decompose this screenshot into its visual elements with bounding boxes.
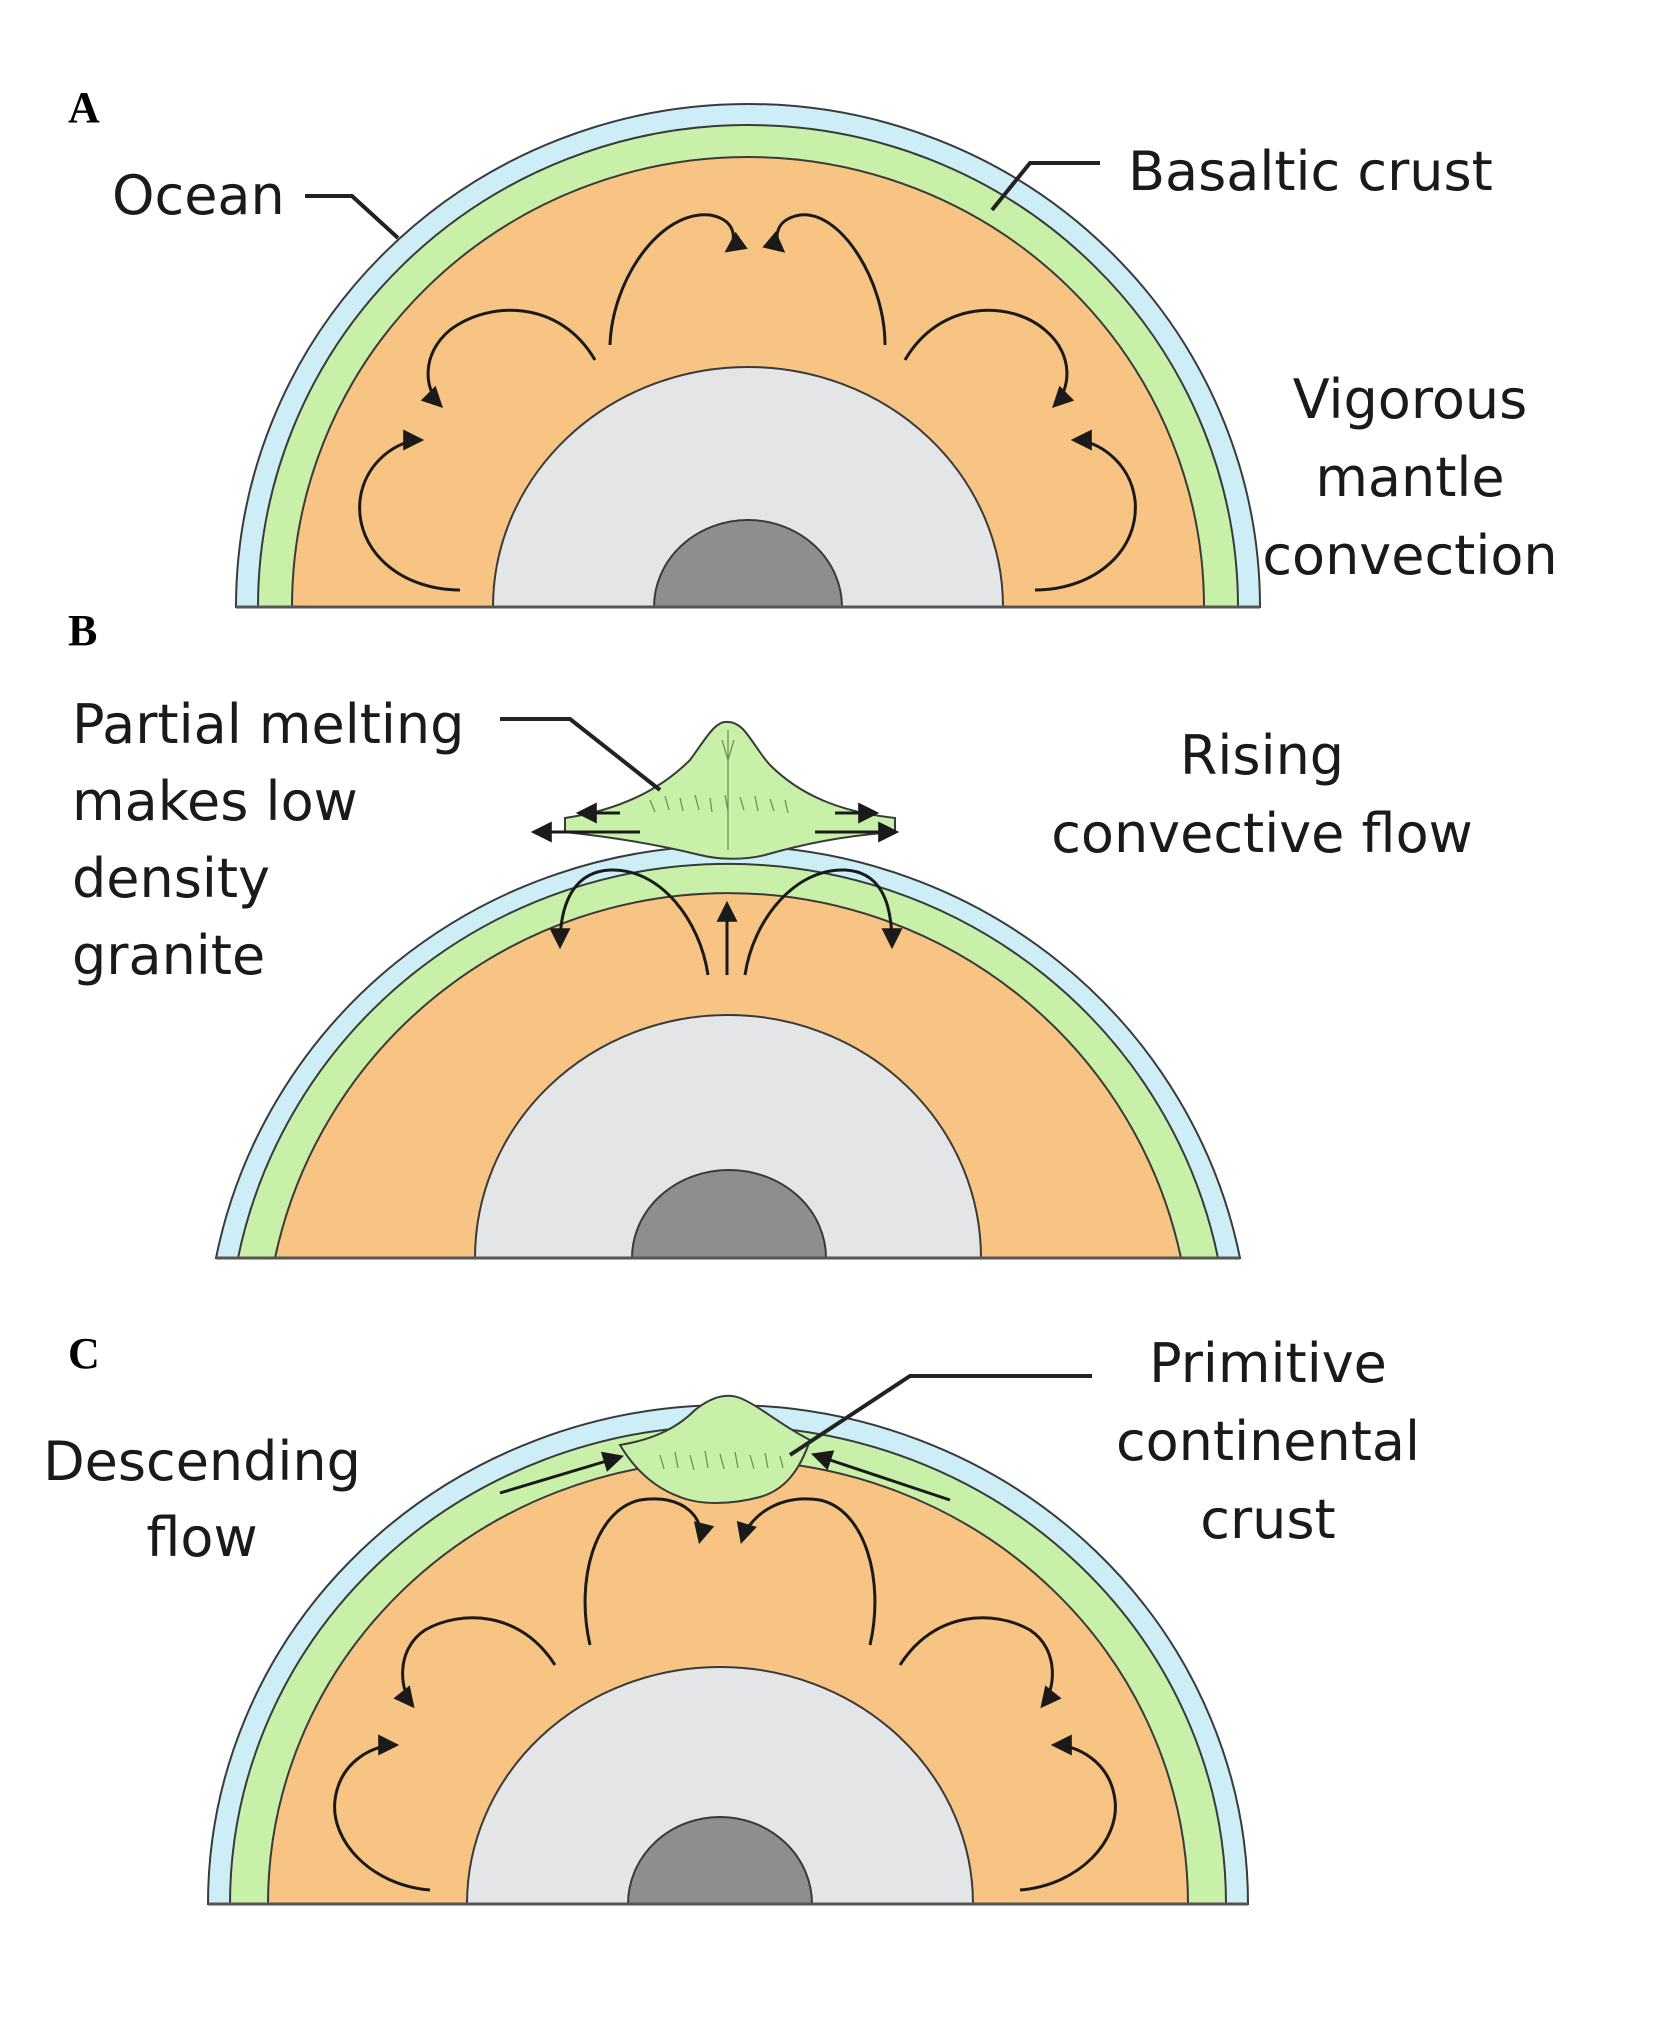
- panel-b-outer-core: [473, 1014, 983, 1259]
- panel-b-melting-label: Partial melting makes low density granit…: [72, 693, 464, 987]
- panel-b-melting-line-4: granite: [72, 924, 265, 987]
- panel-c-descending-line-1: Descending: [43, 1430, 361, 1493]
- panel-a-letter: A: [68, 83, 100, 132]
- panel-a-convection-label: Vigorous mantle convection: [1262, 368, 1557, 587]
- panel-c-primitive-label: Primitive continental crust: [1116, 1332, 1420, 1551]
- panel-c-inner-core: [626, 1816, 814, 1905]
- panel-a-convection-line-2: mantle: [1315, 446, 1504, 509]
- panel-c-letter: C: [68, 1329, 100, 1378]
- panel-c: C Descending flow: [43, 1329, 1420, 1906]
- panel-b-rising-line-1: Rising: [1180, 724, 1344, 787]
- panel-a-convection-line-3: convection: [1262, 524, 1557, 587]
- panel-a-convection-arrows: [358, 213, 1137, 592]
- panel-b-melting-line-2: makes low: [72, 770, 358, 833]
- panel-a-earth-section: [234, 103, 1262, 609]
- panel-c-descending-line-2: flow: [146, 1506, 257, 1569]
- panel-c-outer-core: [465, 1666, 975, 1905]
- panel-b-rising-flow-arrows: [530, 802, 903, 976]
- panel-a-inner-core: [652, 519, 844, 608]
- panel-b-letter: B: [68, 606, 97, 655]
- panel-c-primitive-line-3: crust: [1200, 1488, 1335, 1551]
- panel-b: B Partial melting makes l: [68, 606, 1473, 1260]
- panel-c-primitive-line-2: continental: [1116, 1410, 1420, 1473]
- panel-a-convection-line-1: Vigorous: [1293, 368, 1527, 431]
- panel-c-descending-label: Descending flow: [43, 1430, 361, 1569]
- panel-b-rising-line-2: convective flow: [1051, 802, 1473, 865]
- panel-b-melting-line-1: Partial melting: [72, 693, 464, 756]
- panel-a-outer-core: [491, 366, 1005, 608]
- panel-b-melting-line-3: density: [72, 847, 270, 910]
- panel-b-melting-leader: [500, 717, 662, 792]
- panel-b-granite-bulge: [564, 720, 896, 860]
- panel-c-primitive-leader: [788, 1374, 1092, 1457]
- panel-a-ocean-leader: [305, 194, 400, 240]
- panel-c-crust-texture: [659, 1450, 784, 1471]
- panel-c-earth-section: [206, 1394, 1250, 1906]
- panel-a-basaltic-leader: [990, 161, 1100, 212]
- panel-b-inner-core: [630, 1169, 828, 1259]
- panel-b-earth-section: [214, 720, 1242, 1260]
- panel-b-granite-texture: [649, 730, 789, 850]
- panel-c-primitive-line-1: Primitive: [1149, 1332, 1387, 1395]
- panel-b-rising-label: Rising convective flow: [1051, 724, 1473, 865]
- panel-a: A Ocean Basaltic crust Vigorous mantle c…: [68, 83, 1558, 609]
- panel-a-basaltic-label: Basaltic crust: [1128, 140, 1493, 203]
- panel-a-ocean-label: Ocean: [112, 164, 285, 227]
- panel-c-descending-flow-arrows: [333, 1450, 1117, 1892]
